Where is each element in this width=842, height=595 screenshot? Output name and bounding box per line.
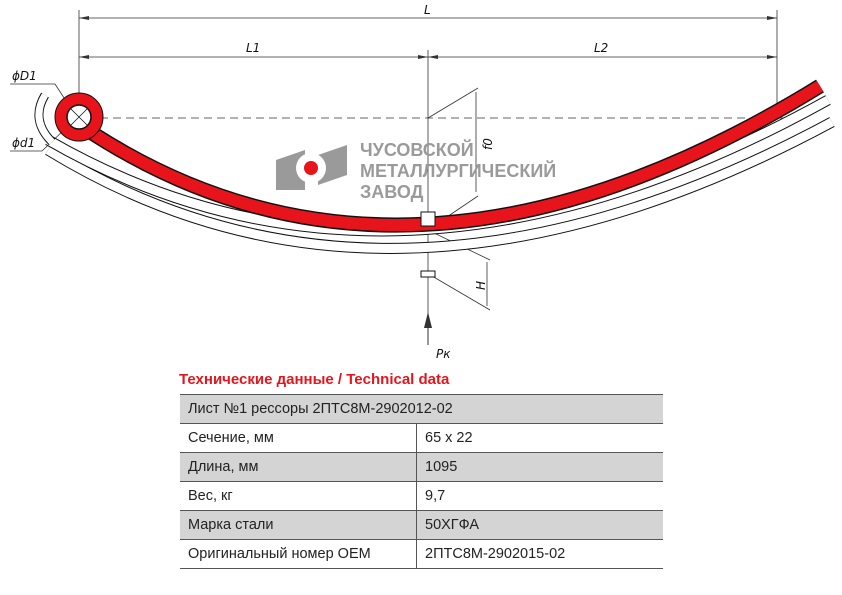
dim-label-f0: f0 bbox=[481, 138, 495, 150]
row-label: Вес, кг bbox=[180, 481, 417, 511]
f0-leader-top bbox=[427, 87, 479, 119]
dim-label-L: L bbox=[424, 3, 431, 17]
load-arrowhead bbox=[424, 312, 432, 328]
center-bolt-head bbox=[420, 270, 436, 278]
arrowhead bbox=[767, 55, 777, 59]
arrowhead bbox=[428, 55, 438, 59]
row-value: 9,7 bbox=[416, 481, 663, 511]
dim-label-H: H bbox=[474, 281, 488, 290]
arrowhead bbox=[79, 16, 89, 20]
spring-drawing: L L1 L2 ϕD1 ϕd1 f0 H Pк ЧУСОВСКОЙ МЕТАЛЛ… bbox=[10, 3, 835, 361]
company-logo: ЧУСОВСКОЙ МЕТАЛЛУРГИЧЕСКИЙ ЗАВОД bbox=[276, 139, 556, 202]
eye-center-cross bbox=[70, 108, 88, 126]
row-label: Оригинальный номер OEM bbox=[180, 539, 417, 569]
dim-label-d1: ϕd1 bbox=[12, 136, 35, 150]
dim-label-L2: L2 bbox=[594, 41, 608, 55]
row-label: Длина, мм bbox=[180, 452, 417, 482]
row-value: 2ПТС8М-2902015-02 bbox=[416, 539, 663, 569]
dim-label-D1: ϕD1 bbox=[12, 69, 37, 83]
logo-line-3: ЗАВОД bbox=[360, 182, 424, 202]
table-header-row: Лист №1 рессоры 2ПТС8М-2902012-02 bbox=[180, 394, 663, 424]
load-label: Pк bbox=[436, 347, 451, 361]
row-label: Сечение, мм bbox=[180, 423, 417, 453]
row-label: Марка стали bbox=[180, 510, 417, 540]
arrowhead bbox=[767, 16, 777, 20]
H-leader-bottom bbox=[431, 275, 491, 311]
row-value: 65 x 22 bbox=[416, 423, 663, 453]
row-value: 1095 bbox=[416, 452, 663, 482]
section-title: Технические данные / Technical data bbox=[179, 371, 450, 388]
logo-line-2: МЕТАЛЛУРГИЧЕСКИЙ bbox=[360, 160, 556, 181]
arrowhead bbox=[79, 55, 89, 59]
dim-label-L1: L1 bbox=[246, 41, 260, 55]
row-value: 50ХГФА bbox=[416, 510, 663, 540]
center-bolt-nut bbox=[420, 211, 436, 227]
technical-data-table: Лист №1 рессоры 2ПТС8М-2902012-02 Сечени… bbox=[180, 394, 663, 569]
table-header: Лист №1 рессоры 2ПТС8М-2902012-02 bbox=[180, 394, 663, 424]
logo-line-1: ЧУСОВСКОЙ bbox=[360, 139, 474, 160]
arrowhead bbox=[418, 55, 428, 59]
